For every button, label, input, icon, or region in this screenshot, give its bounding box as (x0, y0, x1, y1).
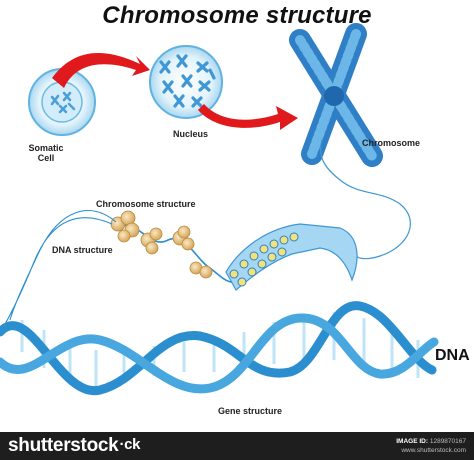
chromosome-x (289, 23, 383, 167)
chromosome-structure-label: Chromosome structure (96, 199, 196, 209)
dna-structure-label: DNA structure (52, 245, 113, 255)
gene-structure-label: Gene structure (218, 406, 283, 416)
somatic-cell-label: Somatic Cell (24, 143, 68, 163)
chromosome-diagram: Chromosome structure Somatic Cell Nucleu… (0, 2, 470, 416)
nucleus-label: Nucleus (173, 129, 209, 139)
brand-symbol: ·ck (119, 436, 141, 453)
image-id-value: 1289870167 (429, 438, 466, 445)
brand-name: shutterstock (8, 435, 119, 456)
arrow-nucleus-to-chromosome (198, 104, 298, 130)
somatic-cell-label-line-1: Somatic (28, 143, 64, 153)
diagram-title: Chromosome structure (102, 2, 372, 29)
dna-label: DNA (435, 347, 470, 364)
somatic-cell (28, 68, 96, 136)
site-url: www.shutterstock.com (401, 447, 466, 454)
arrow-cell-to-nucleus (52, 53, 150, 88)
somatic-cell-label-line-2: Cell (37, 153, 55, 163)
nucleus (149, 45, 223, 119)
nucleosomes (110, 210, 233, 283)
chromosome-label: Chromosome (362, 138, 421, 148)
dna-strand (3, 210, 117, 327)
diagram-canvas (0, 23, 439, 396)
image-id-label: IMAGE ID: (396, 438, 429, 445)
dna-double-helix (0, 301, 439, 396)
stock-footer: shutterstock·ck IMAGE ID: 1289870167 www… (0, 432, 474, 460)
image-id-block: IMAGE ID: 1289870167 www.shutterstock.co… (396, 437, 466, 455)
chromatin-thread (320, 139, 411, 260)
brand-logo: shutterstock·ck (8, 435, 141, 457)
chromatin-coil (225, 223, 358, 291)
